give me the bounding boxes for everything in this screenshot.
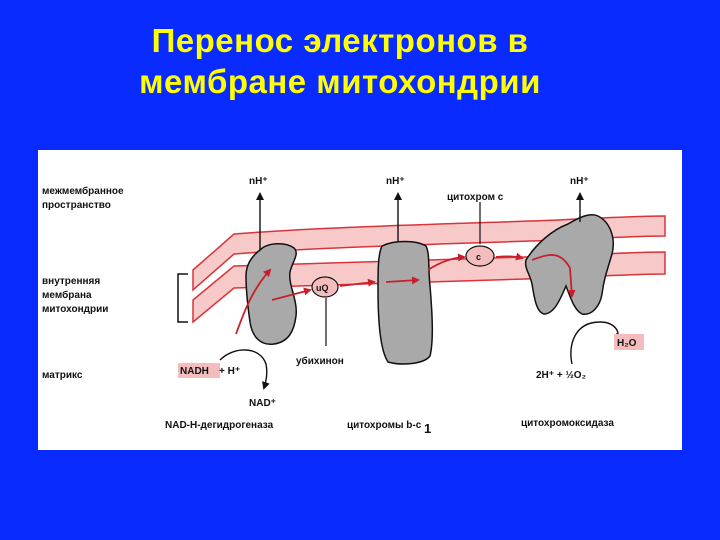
title-line-1: Перенос электронов в <box>151 22 529 59</box>
title-line-2: мембране митохондрии <box>139 63 541 100</box>
oxygen-reactants-label: 2H⁺ + ½O₂ <box>536 370 586 381</box>
cytochrome-c-label: цитохром c <box>447 192 504 203</box>
nadh-plus-label: + H⁺ <box>219 366 240 377</box>
inner-membrane-label-1: внутренняя <box>42 276 100 287</box>
electron-transport-diagram: nH⁺ nH⁺ nH⁺ цитохром c c uQ убихинон NAD… <box>38 150 682 450</box>
nadh-dehydrogenase-complex <box>245 243 297 345</box>
cytochrome-bc1-complex <box>377 240 434 365</box>
ubiquinone-symbol: uQ <box>316 283 329 293</box>
electron-flow-arrows <box>235 252 576 335</box>
complex3-subscript: 1 <box>424 421 431 436</box>
inner-membrane-label-3: митохондрии <box>42 304 108 315</box>
matrix-label: матрикс <box>42 370 83 381</box>
inner-membrane-bracket <box>177 273 188 323</box>
proton-label-complex4: nH⁺ <box>570 176 589 187</box>
nadh-reaction-arrow <box>219 349 270 390</box>
intermembrane-label-2: пространство <box>42 200 111 211</box>
cytochrome-c-symbol: c <box>476 252 481 262</box>
cytochrome-oxidase-complex <box>524 213 614 315</box>
water-label: H₂O <box>617 338 637 349</box>
proton-arrows <box>256 192 584 250</box>
ubiquinone-ellipse <box>311 276 339 298</box>
proton-label-complex3: nH⁺ <box>386 176 405 187</box>
water-reaction-arrow <box>570 321 623 365</box>
proton-label-complex1: nH⁺ <box>249 176 268 187</box>
intermembrane-label-1: межмембранное <box>42 185 124 197</box>
complex4-label: цитохромоксидаза <box>521 418 614 429</box>
nad-plus-label: NAD⁺ <box>249 398 276 409</box>
ubiquinone-label: убихинон <box>296 355 344 367</box>
inner-membrane-label-2: мембрана <box>42 289 92 301</box>
slide-title: Перенос электронов в мембране митохондри… <box>0 20 680 102</box>
nadh-box <box>178 363 220 378</box>
nadh-label: NADH <box>180 366 209 377</box>
cytochrome-c-ellipse <box>465 245 495 267</box>
complex3-label: цитохромы b-c <box>347 420 422 431</box>
complex1-label: NAD-H-дегидрогеназа <box>165 420 274 431</box>
water-box <box>614 334 644 350</box>
